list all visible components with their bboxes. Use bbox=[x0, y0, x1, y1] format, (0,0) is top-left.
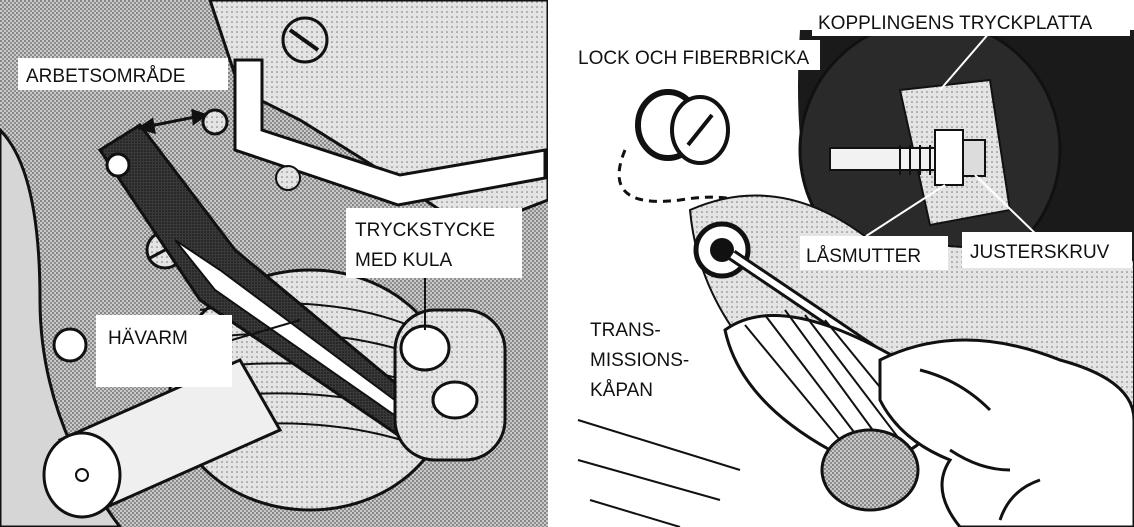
thrust-piece-bore bbox=[433, 382, 477, 418]
label-lever-text: HÄVARM bbox=[108, 328, 188, 349]
thrust-piece-ball bbox=[401, 326, 449, 370]
handle-end bbox=[822, 430, 918, 510]
label-adjusting-screw: JUSTERSKRUV bbox=[962, 232, 1132, 268]
label-transmission-cover-line1: TRANS- bbox=[590, 320, 661, 341]
lock-nut-part bbox=[935, 130, 963, 185]
label-work-area: ARBETSOMRÅDE bbox=[18, 58, 228, 90]
flange-hole bbox=[54, 329, 86, 361]
shaft-end-hole bbox=[76, 469, 88, 481]
screw-head-part bbox=[963, 140, 985, 176]
label-thrust-piece: TRYCKSTYCKE MED KULA bbox=[346, 208, 522, 278]
bolt-head-mid bbox=[276, 166, 300, 190]
label-work-area-text: ARBETSOMRÅDE bbox=[26, 66, 185, 87]
label-lever: HÄVARM bbox=[96, 315, 232, 387]
label-thrust-piece-line2: MED KULA bbox=[355, 250, 452, 271]
label-pressure-plate-text: KOPPLINGENS TRYCKPLATTA bbox=[818, 13, 1093, 34]
pushrod bbox=[830, 148, 950, 170]
label-pressure-plate: KOPPLINGENS TRYCKPLATTA bbox=[812, 6, 1130, 36]
label-adjusting-screw-text: JUSTERSKRUV bbox=[970, 242, 1110, 263]
label-transmission-cover-line3: KÅPAN bbox=[590, 380, 653, 401]
label-transmission-cover: TRANS- MISSIONS- KÅPAN bbox=[584, 314, 708, 408]
label-lock-nut: LÅSMUTTER bbox=[800, 236, 948, 270]
label-thrust-piece-line1: TRYCKSTYCKE bbox=[355, 220, 495, 241]
label-cap-and-washer-text: LOCK OCH FIBERBRICKA bbox=[578, 48, 810, 69]
label-transmission-cover-line2: MISSIONS- bbox=[590, 350, 689, 371]
panel-divider bbox=[548, 0, 578, 527]
bolt-head-upper-left bbox=[203, 110, 227, 134]
label-cap-and-washer: LOCK OCH FIBERBRICKA bbox=[572, 40, 820, 70]
lever-pivot bbox=[107, 154, 129, 176]
label-lock-nut-text: LÅSMUTTER bbox=[806, 246, 921, 267]
